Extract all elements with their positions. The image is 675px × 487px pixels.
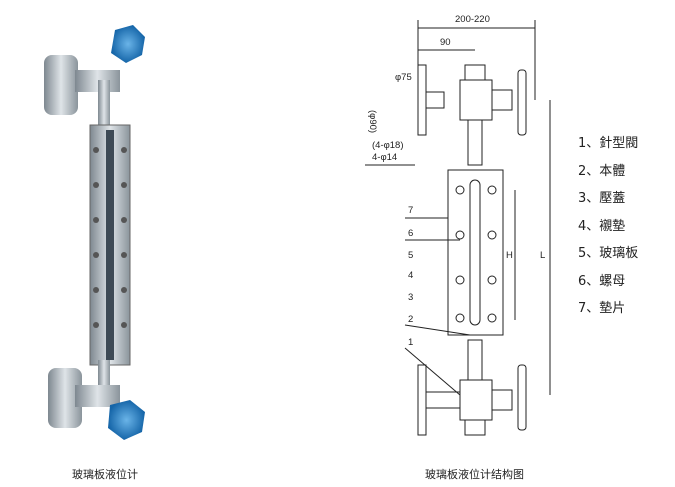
callout-5: 5 bbox=[408, 250, 413, 261]
dim-holes-alt: (4-φ18) bbox=[372, 140, 404, 151]
legend-item: 7、墊片 bbox=[578, 301, 626, 316]
diagram-caption: 玻璃板液位计结构图 bbox=[425, 468, 524, 481]
structure-drawing: 200-220 90 H L (φ90) φ75 (4-φ18) 4-φ14 7… bbox=[365, 14, 551, 436]
callout-4: 4 bbox=[408, 270, 413, 281]
legend-item: 4、襯墊 bbox=[578, 218, 626, 234]
legend-item: 6、螺母 bbox=[578, 273, 626, 289]
callout-3: 3 bbox=[408, 292, 413, 303]
legend-item: 1、針型閥 bbox=[578, 136, 639, 151]
level-gauge-photo bbox=[44, 25, 145, 440]
dim-holes: 4-φ14 bbox=[372, 152, 397, 163]
legend-item: 5、玻璃板 bbox=[578, 246, 639, 261]
dim-flange-outer: (φ90) bbox=[367, 110, 378, 133]
legend-item: 2、本體 bbox=[578, 163, 626, 179]
dim-flange-bolt: φ75 bbox=[395, 72, 412, 83]
dim-l: L bbox=[540, 250, 545, 261]
dim-overall-width: 200-220 bbox=[455, 14, 490, 25]
callout-2: 2 bbox=[408, 314, 413, 325]
legend-item: 3、壓蓋 bbox=[578, 191, 626, 206]
callout-1: 1 bbox=[408, 337, 413, 348]
parts-legend: 1、針型閥 2、本體 3、壓蓋 4、襯墊 5、玻璃板 6、螺母 7、墊片 bbox=[578, 130, 638, 323]
valve-handle-top bbox=[111, 25, 145, 63]
callout-7: 7 bbox=[408, 205, 413, 216]
valve-handle-bottom bbox=[108, 400, 145, 440]
callout-6: 6 bbox=[408, 228, 413, 239]
photo-caption: 玻璃板液位计 bbox=[72, 468, 138, 481]
dim-center-offset: 90 bbox=[440, 37, 451, 48]
dim-h: H bbox=[506, 250, 513, 261]
